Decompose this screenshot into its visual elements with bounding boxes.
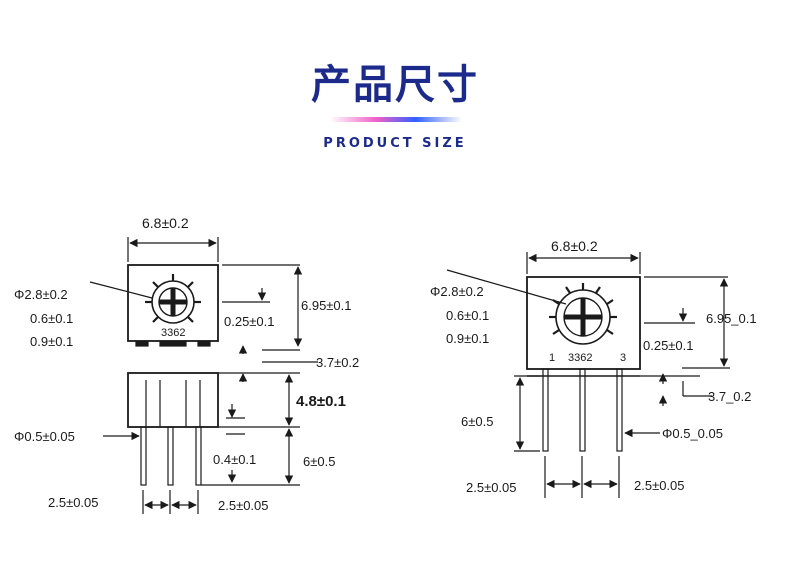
- page-title: 产品尺寸: [311, 62, 479, 108]
- right-pin-num-3: 3: [620, 352, 626, 364]
- left-slot-label-2: 0.9±0.1: [30, 334, 73, 349]
- right-pitch-label-2: 2.5±0.05: [634, 478, 685, 493]
- left-pin: [140, 426, 147, 486]
- left-foot: [197, 340, 211, 347]
- left-model-label: 3362: [161, 327, 185, 339]
- left-pin-dia-label: Φ0.5±0.05: [14, 429, 75, 444]
- right-shaft-dia-label: Φ2.8±0.2: [430, 284, 484, 299]
- left-pin-length-label: 6±0.5: [303, 454, 335, 469]
- title-accent-bar: [330, 117, 462, 122]
- right-pin: [616, 368, 623, 452]
- right-slot-label-2: 0.9±0.1: [446, 331, 489, 346]
- right-pin: [579, 368, 586, 452]
- right-pin-dia-label: Φ0.5_0.05: [662, 426, 723, 441]
- right-standoff-label: 3.7_0.2: [708, 389, 751, 404]
- left-pitch-label-2: 2.5±0.05: [218, 498, 269, 513]
- left-height-label: 6.95±0.1: [301, 298, 352, 313]
- left-slot-label-1: 0.6±0.1: [30, 311, 73, 326]
- left-pitch-label-1: 2.5±0.05: [48, 495, 99, 510]
- right-pin-num-1: 1: [549, 352, 555, 364]
- right-slot-depth-label: 0.25±0.1: [643, 338, 694, 353]
- left-pin-width-label: 0.4±0.1: [213, 452, 256, 467]
- left-drawing: [89, 237, 318, 514]
- right-model-label: 3362: [568, 352, 592, 364]
- right-pin-length-label: 6±0.5: [461, 414, 493, 429]
- left-pin: [195, 426, 202, 486]
- right-height-label: 6.95_0.1: [706, 311, 757, 326]
- left-standoff-label: 3.7±0.2: [316, 355, 359, 370]
- page-subtitle: PRODUCT SIZE: [323, 136, 467, 151]
- left-shaft-dia-label: Φ2.8±0.2: [14, 287, 68, 302]
- left-rotor-gear: [145, 274, 201, 324]
- left-slot-depth-label: 0.25±0.1: [224, 314, 275, 329]
- right-width-label: 6.8±0.2: [551, 238, 598, 254]
- left-foot: [135, 340, 149, 347]
- right-slot-label-1: 0.6±0.1: [446, 308, 489, 323]
- right-pitch-label-1: 2.5±0.05: [466, 480, 517, 495]
- left-width-label: 6.8±0.2: [142, 215, 189, 231]
- right-rotor-gear: [549, 283, 617, 345]
- left-foot: [159, 340, 187, 347]
- left-side-body: [127, 372, 219, 428]
- right-pin: [542, 368, 549, 452]
- right-drawing: [446, 252, 730, 498]
- left-pin: [167, 426, 174, 486]
- left-body-height-label: 4.8±0.1: [296, 393, 346, 410]
